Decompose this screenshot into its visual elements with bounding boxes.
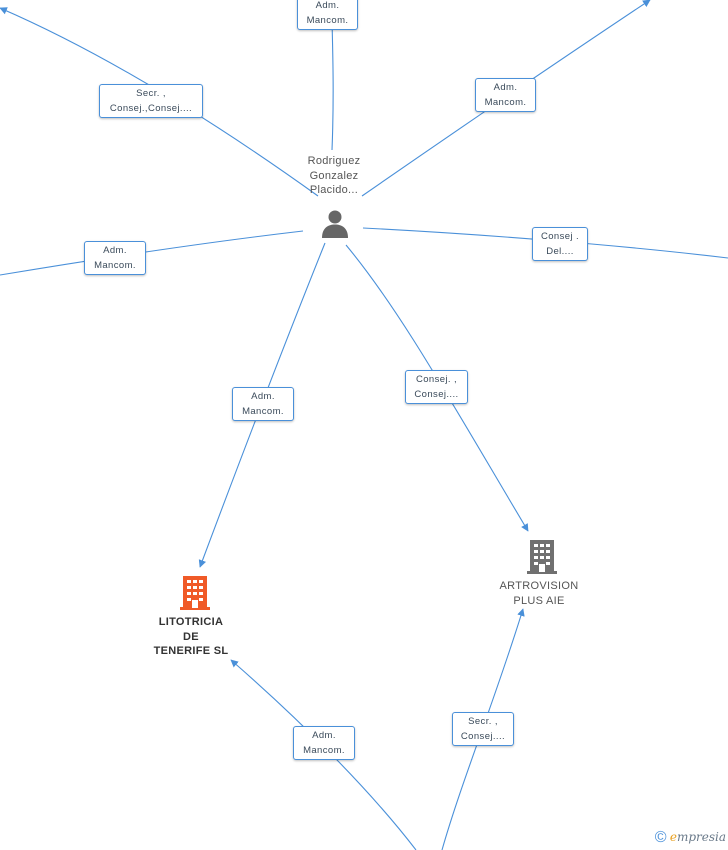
edge-left xyxy=(0,230,304,276)
edge-label-top-left[interactable]: Secr. , Consej.,Consej.... xyxy=(99,84,203,118)
edge-label-top-right[interactable]: Adm. Mancom. xyxy=(475,78,536,112)
edge-top xyxy=(331,19,334,151)
edge-label-left[interactable]: Adm. Mancom. xyxy=(84,241,146,275)
edge-label-top[interactable]: Adm. Mancom. xyxy=(297,0,358,30)
person-node-label[interactable]: Rodriguez Gonzalez Placido... xyxy=(307,155,361,196)
company-label-artrovision[interactable]: ARTROVISION PLUS AIE xyxy=(499,580,579,607)
building-icon[interactable] xyxy=(526,539,558,575)
edge-label-to-artrovision[interactable]: Consej. , Consej.... xyxy=(405,370,468,404)
edge-label-bottom-artrovision[interactable]: Secr. , Consej.... xyxy=(452,712,514,746)
edge-label-bottom-litotricia[interactable]: Adm. Mancom. xyxy=(293,726,355,760)
brand-logo: empresia xyxy=(669,830,726,844)
person-icon[interactable] xyxy=(320,208,350,238)
edge-label-right[interactable]: Consej . Del.... xyxy=(532,227,588,261)
edge-label-to-litotricia[interactable]: Adm. Mancom. xyxy=(232,387,294,421)
edge-to-artrovision xyxy=(345,244,529,532)
copyright-icon: © xyxy=(654,829,667,846)
building-icon[interactable] xyxy=(179,575,211,611)
empresia-watermark: © empresia xyxy=(655,829,726,847)
company-label-litotricia[interactable]: LITOTRICIA DE TENERIFE SL xyxy=(153,616,229,657)
